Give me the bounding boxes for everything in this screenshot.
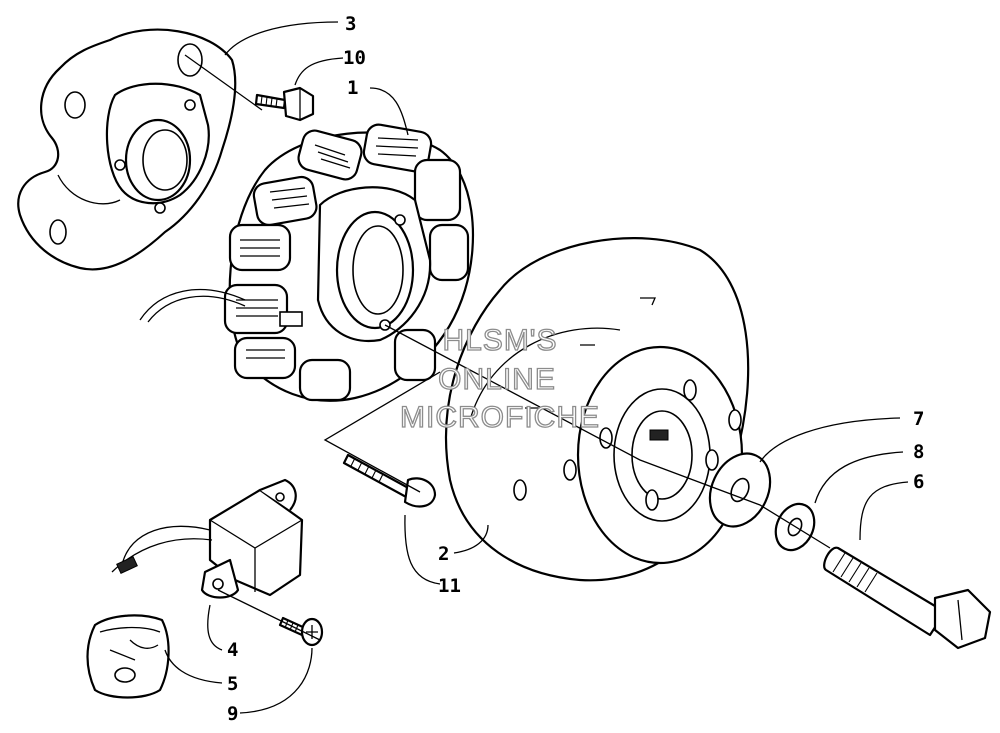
callout-11: 11 — [438, 575, 461, 597]
callout-9: 9 — [227, 703, 238, 725]
pickup-coil — [111, 478, 304, 599]
leader-lines — [164, 21, 909, 714]
callout-labels: 3 10 1 7 8 6 2 11 4 5 9 — [227, 13, 924, 725]
stator — [139, 123, 474, 402]
callout-10: 10 — [343, 47, 366, 69]
screw-9 — [278, 616, 324, 647]
bolt-11 — [342, 453, 437, 508]
watermark-line-2: ONLINE — [438, 363, 556, 396]
bolt-10 — [254, 86, 315, 122]
callout-2: 2 — [438, 543, 449, 565]
grommet — [86, 614, 170, 699]
watermark-line-1: HLSM'S — [442, 324, 557, 357]
watermark-line-3: MICROFICHE — [400, 401, 600, 434]
callout-1: 1 — [347, 77, 358, 99]
callout-5: 5 — [227, 673, 238, 695]
callout-3: 3 — [345, 13, 356, 35]
watermark: HLSM'S ONLINE MICROFICHE — [399, 323, 600, 434]
callout-4: 4 — [227, 639, 238, 661]
stator-plate — [17, 28, 237, 271]
callout-7: 7 — [913, 408, 924, 430]
callout-8: 8 — [913, 441, 924, 463]
bolt-6 — [823, 546, 992, 650]
callout-6: 6 — [913, 471, 924, 493]
flywheel — [444, 237, 750, 582]
